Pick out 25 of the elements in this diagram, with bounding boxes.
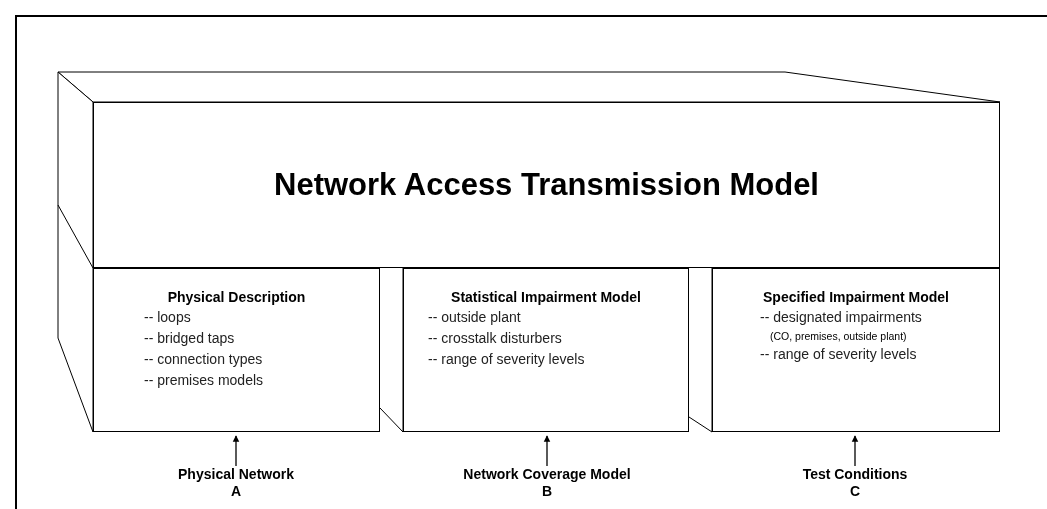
list-item: -- bridged taps	[143, 329, 236, 348]
box-heading: Physical Description	[166, 288, 307, 307]
input-letter: B	[541, 483, 553, 500]
box-heading: Specified Impairment Model	[762, 288, 950, 307]
list-item: -- crosstalk disturbers	[427, 329, 563, 348]
input-label: Test Conditions	[802, 466, 908, 483]
input-label: Physical Network	[178, 466, 294, 483]
arrow	[543, 435, 551, 467]
input-letter: C	[849, 483, 861, 500]
list-item: -- range of severity levels	[759, 345, 918, 364]
list-note: (CO, premises, outside plant)	[769, 329, 908, 344]
arrow	[232, 435, 240, 467]
list-item: -- designated impairments	[759, 308, 923, 327]
list-item: -- range of severity levels	[427, 350, 586, 369]
box-heading: Statistical Impairment Model	[450, 288, 642, 307]
component-box	[403, 268, 689, 432]
arrow	[851, 435, 859, 467]
component-box	[712, 268, 1000, 432]
title-text: Network Access Transmission Model	[274, 165, 819, 204]
list-item: -- loops	[143, 308, 192, 327]
list-item: -- connection types	[143, 350, 264, 369]
list-item: -- outside plant	[427, 308, 522, 327]
list-item: -- premises models	[143, 371, 265, 390]
input-letter: A	[230, 483, 242, 500]
input-label: Network Coverage Model	[463, 466, 631, 483]
